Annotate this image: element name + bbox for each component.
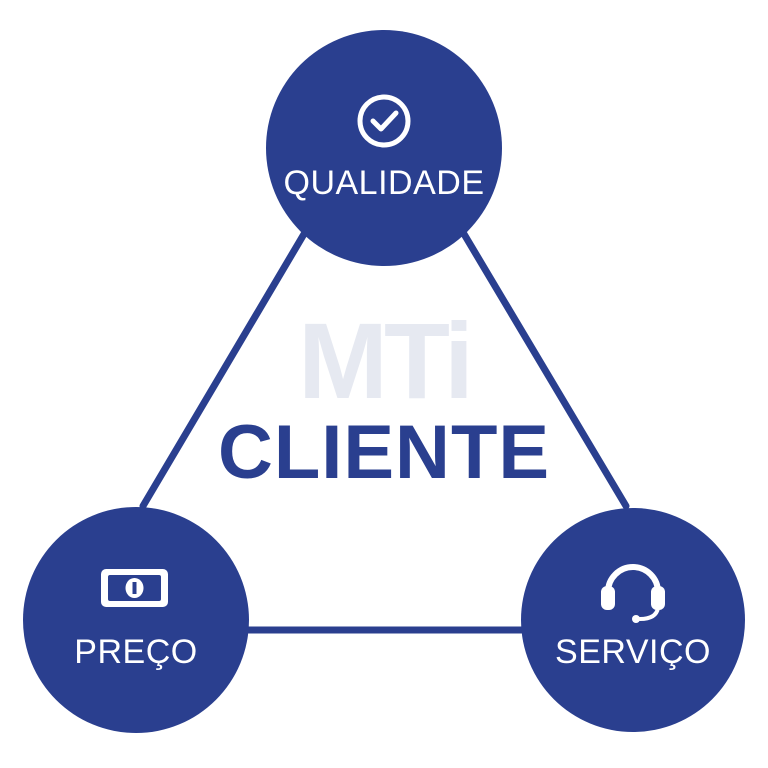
node-qualidade: QUALIDADE: [266, 30, 502, 266]
node-preco: PREÇO: [23, 507, 249, 733]
headset-icon: [601, 564, 665, 623]
edge-qualidade-preco: [139, 230, 308, 510]
node-qualidade-circle: [266, 30, 502, 266]
check-circle-icon: [357, 94, 411, 148]
node-preco-label: PREÇO: [74, 633, 197, 671]
edge-qualidade-servico: [460, 230, 630, 510]
node-qualidade-label: QUALIDADE: [284, 164, 485, 202]
center-label-cliente: CLIENTE: [218, 410, 550, 495]
node-servico-label: SERVIÇO: [555, 633, 711, 671]
banknote-icon: [101, 569, 168, 607]
node-servico: SERVIÇO: [521, 508, 745, 732]
node-preco-circle: [23, 507, 249, 733]
watermark-logo: MTi: [298, 300, 470, 421]
